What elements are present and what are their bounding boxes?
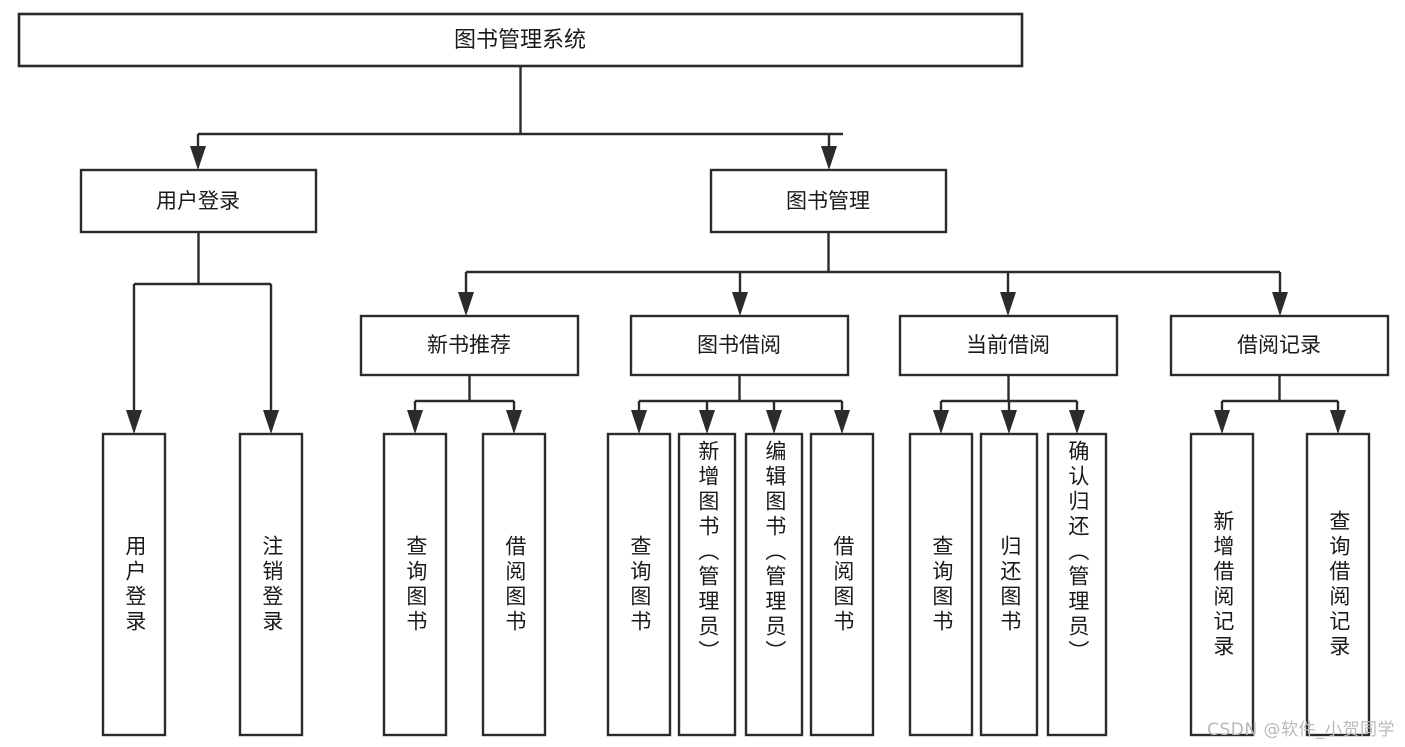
node-box-leaf-return-book[interactable] bbox=[979, 432, 1039, 737]
node-box-book-borrow[interactable] bbox=[629, 314, 850, 377]
node-label-root: 图书管理系统 bbox=[454, 28, 586, 53]
node-box-leaf-query-record[interactable] bbox=[1305, 432, 1371, 737]
arrow-head-to-book-management bbox=[821, 146, 837, 170]
arrow-head-to-user-login bbox=[190, 146, 206, 170]
arrow-head-to-leaf-edit-book bbox=[766, 410, 782, 434]
arrow-head-to-leaf-logout bbox=[263, 410, 279, 434]
node-box-leaf-user-login[interactable] bbox=[101, 432, 167, 737]
connector-group-bookborrow-to-leaves bbox=[631, 375, 850, 434]
connector-group-newbook-to-leaves bbox=[407, 375, 522, 434]
node-box-root[interactable] bbox=[17, 12, 1024, 68]
node-label-book-borrow: 图书借阅 bbox=[697, 333, 781, 357]
arrow-head-to-new-book-recommend bbox=[458, 292, 474, 316]
connector-group-currentborrow-to-leaves bbox=[933, 375, 1085, 434]
node-box-leaf-confirm-return[interactable] bbox=[1046, 432, 1108, 737]
node-box-current-borrow[interactable] bbox=[898, 314, 1119, 377]
node-box-leaf-borrow-book-2[interactable] bbox=[809, 432, 875, 737]
node-new-book-recommend[interactable]: 新书推荐 bbox=[359, 314, 580, 377]
node-box-leaf-add-record[interactable] bbox=[1189, 432, 1255, 737]
connector-group-bookmanagement-to-level3 bbox=[458, 232, 1288, 316]
node-box-new-book-recommend[interactable] bbox=[359, 314, 580, 377]
node-box-leaf-query-book-3[interactable] bbox=[908, 432, 974, 737]
connector-group-userlogin-to-leaves bbox=[126, 232, 279, 434]
arrow-head-to-leaf-confirm-return bbox=[1069, 410, 1085, 434]
arrow-head-to-leaf-user-login bbox=[126, 410, 142, 434]
arrow-head-to-leaf-query-book-2 bbox=[631, 410, 647, 434]
node-borrow-record[interactable]: 借阅记录 bbox=[1169, 314, 1390, 377]
arrow-head-to-leaf-borrow-book-2 bbox=[834, 410, 850, 434]
arrow-head-to-borrow-record bbox=[1272, 292, 1288, 316]
connector-group-borrowrecord-to-leaves bbox=[1214, 375, 1346, 434]
watermark-text: CSDN @软件_小贺同学 bbox=[1207, 720, 1395, 740]
node-label-borrow-record: 借阅记录 bbox=[1237, 333, 1321, 357]
node-box-borrow-record[interactable] bbox=[1169, 314, 1390, 377]
node-box-leaf-logout[interactable] bbox=[238, 432, 304, 737]
arrow-head-to-leaf-return-book bbox=[1001, 410, 1017, 434]
node-box-book-management[interactable] bbox=[709, 168, 948, 234]
arrow-head-to-leaf-query-record bbox=[1330, 410, 1346, 434]
node-label-new-book-recommend: 新书推荐 bbox=[427, 333, 511, 357]
node-box-leaf-edit-book[interactable] bbox=[744, 432, 804, 737]
leaf-boxes bbox=[101, 432, 1371, 737]
node-box-leaf-borrow-book-1[interactable] bbox=[481, 432, 547, 737]
node-label-current-borrow: 当前借阅 bbox=[966, 333, 1050, 357]
node-box-user-login[interactable] bbox=[79, 168, 318, 234]
connector-group-root-to-level2 bbox=[190, 66, 843, 170]
node-user-login[interactable]: 用户登录 bbox=[79, 168, 318, 234]
node-book-borrow[interactable]: 图书借阅 bbox=[629, 314, 850, 377]
arrow-head-to-leaf-query-book-3 bbox=[933, 410, 949, 434]
node-box-leaf-add-book[interactable] bbox=[677, 432, 737, 737]
node-label-user-login: 用户登录 bbox=[156, 189, 240, 213]
arrow-head-to-current-borrow bbox=[1000, 292, 1016, 316]
arrow-head-to-book-borrow bbox=[732, 292, 748, 316]
node-label-book-management: 图书管理 bbox=[786, 189, 870, 213]
arrow-head-to-leaf-query-book-1 bbox=[407, 410, 423, 434]
node-current-borrow[interactable]: 当前借阅 bbox=[898, 314, 1119, 377]
node-root[interactable]: 图书管理系统 bbox=[17, 12, 1024, 68]
arrow-head-to-leaf-borrow-book-1 bbox=[506, 410, 522, 434]
arrow-head-to-leaf-add-book bbox=[699, 410, 715, 434]
arrow-head-to-leaf-add-record bbox=[1214, 410, 1230, 434]
node-box-leaf-query-book-1[interactable] bbox=[382, 432, 448, 737]
node-box-leaf-query-book-2[interactable] bbox=[606, 432, 672, 737]
node-book-management[interactable]: 图书管理 bbox=[709, 168, 948, 234]
